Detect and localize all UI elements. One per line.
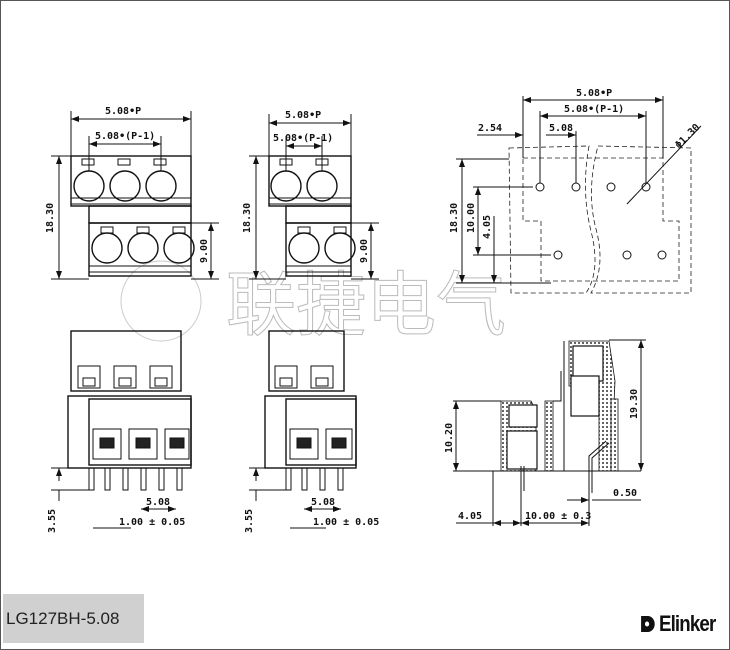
dim-lower-height: 10.20 bbox=[444, 423, 455, 453]
front-view-2-pole: 3.55 5.08 1.00 ± 0.05 bbox=[244, 330, 379, 533]
dim-row-offset: 4.05 bbox=[482, 215, 493, 239]
dim-pin-width: 1.00 ± 0.05 bbox=[119, 517, 185, 528]
dim-pin-length: 3.55 bbox=[47, 509, 58, 533]
dim-pitch-inner: 5.08•(P-1) bbox=[95, 131, 155, 142]
dim-pitch: 5.08 bbox=[146, 497, 170, 508]
brand-logo: Elinker bbox=[639, 611, 716, 637]
dim-offset: 2.54 bbox=[478, 123, 502, 134]
side-view: 10.20 19.30 4.05 10.00 ± 0.3 0.50 bbox=[444, 339, 646, 526]
front-view-3-pole: 3.55 5.08 1.00 ± 0.05 bbox=[47, 330, 192, 533]
dim-pitch: 5.08 bbox=[549, 123, 573, 134]
dim-total-height: 19.30 bbox=[629, 389, 640, 419]
dim-height: 18.30 bbox=[242, 203, 253, 233]
dim-pitch-total: 5.08•P bbox=[105, 106, 141, 117]
brand-name: Elinker bbox=[658, 611, 716, 636]
dim-pitch-inner: 5.08•(P-1) bbox=[273, 133, 333, 144]
dim-lower-height: 9.00 bbox=[199, 239, 210, 263]
dim-pin-length: 3.55 bbox=[244, 509, 255, 533]
dim-lower-height: 9.00 bbox=[359, 239, 370, 263]
top-view-3-pole: 5.08•P 5.08•(P-1) 18.30 9.00 bbox=[45, 106, 219, 280]
dim-row-spacing: 10.00 bbox=[466, 203, 477, 233]
dim-height: 18.30 bbox=[45, 203, 56, 233]
dim-pitch-total: 5.08•P bbox=[576, 88, 612, 99]
dim-row-spacing: 10.00 ± 0.3 bbox=[525, 511, 591, 522]
dim-pin-width: 1.00 ± 0.05 bbox=[313, 517, 379, 528]
dim-offset: 4.05 bbox=[458, 511, 482, 522]
dim-height: 18.30 bbox=[449, 203, 460, 233]
dim-pitch: 5.08 bbox=[311, 497, 335, 508]
watermark-text: 联捷电气 bbox=[226, 264, 506, 346]
model-number-label: LG127BH-5.08 bbox=[3, 594, 144, 643]
dim-hole-diameter: Φ1.30 bbox=[673, 122, 702, 151]
pcb-hole-layout: 5.08•P 5.08•(P-1) 2.54 5.08 Φ1.30 18.30 … bbox=[449, 88, 702, 294]
watermark: 联捷电气 bbox=[120, 260, 507, 347]
dim-pitch-total: 5.08•P bbox=[285, 110, 321, 121]
dim-pitch-inner: 5.08•(P-1) bbox=[564, 104, 624, 115]
dim-pin-offset: 0.50 bbox=[613, 488, 637, 499]
top-view-2-pole: 5.08•P 5.08•(P-1) 18.30 9.00 bbox=[242, 110, 379, 280]
elinker-logo-icon bbox=[640, 616, 655, 632]
model-number: LG127BH-5.08 bbox=[6, 608, 120, 628]
